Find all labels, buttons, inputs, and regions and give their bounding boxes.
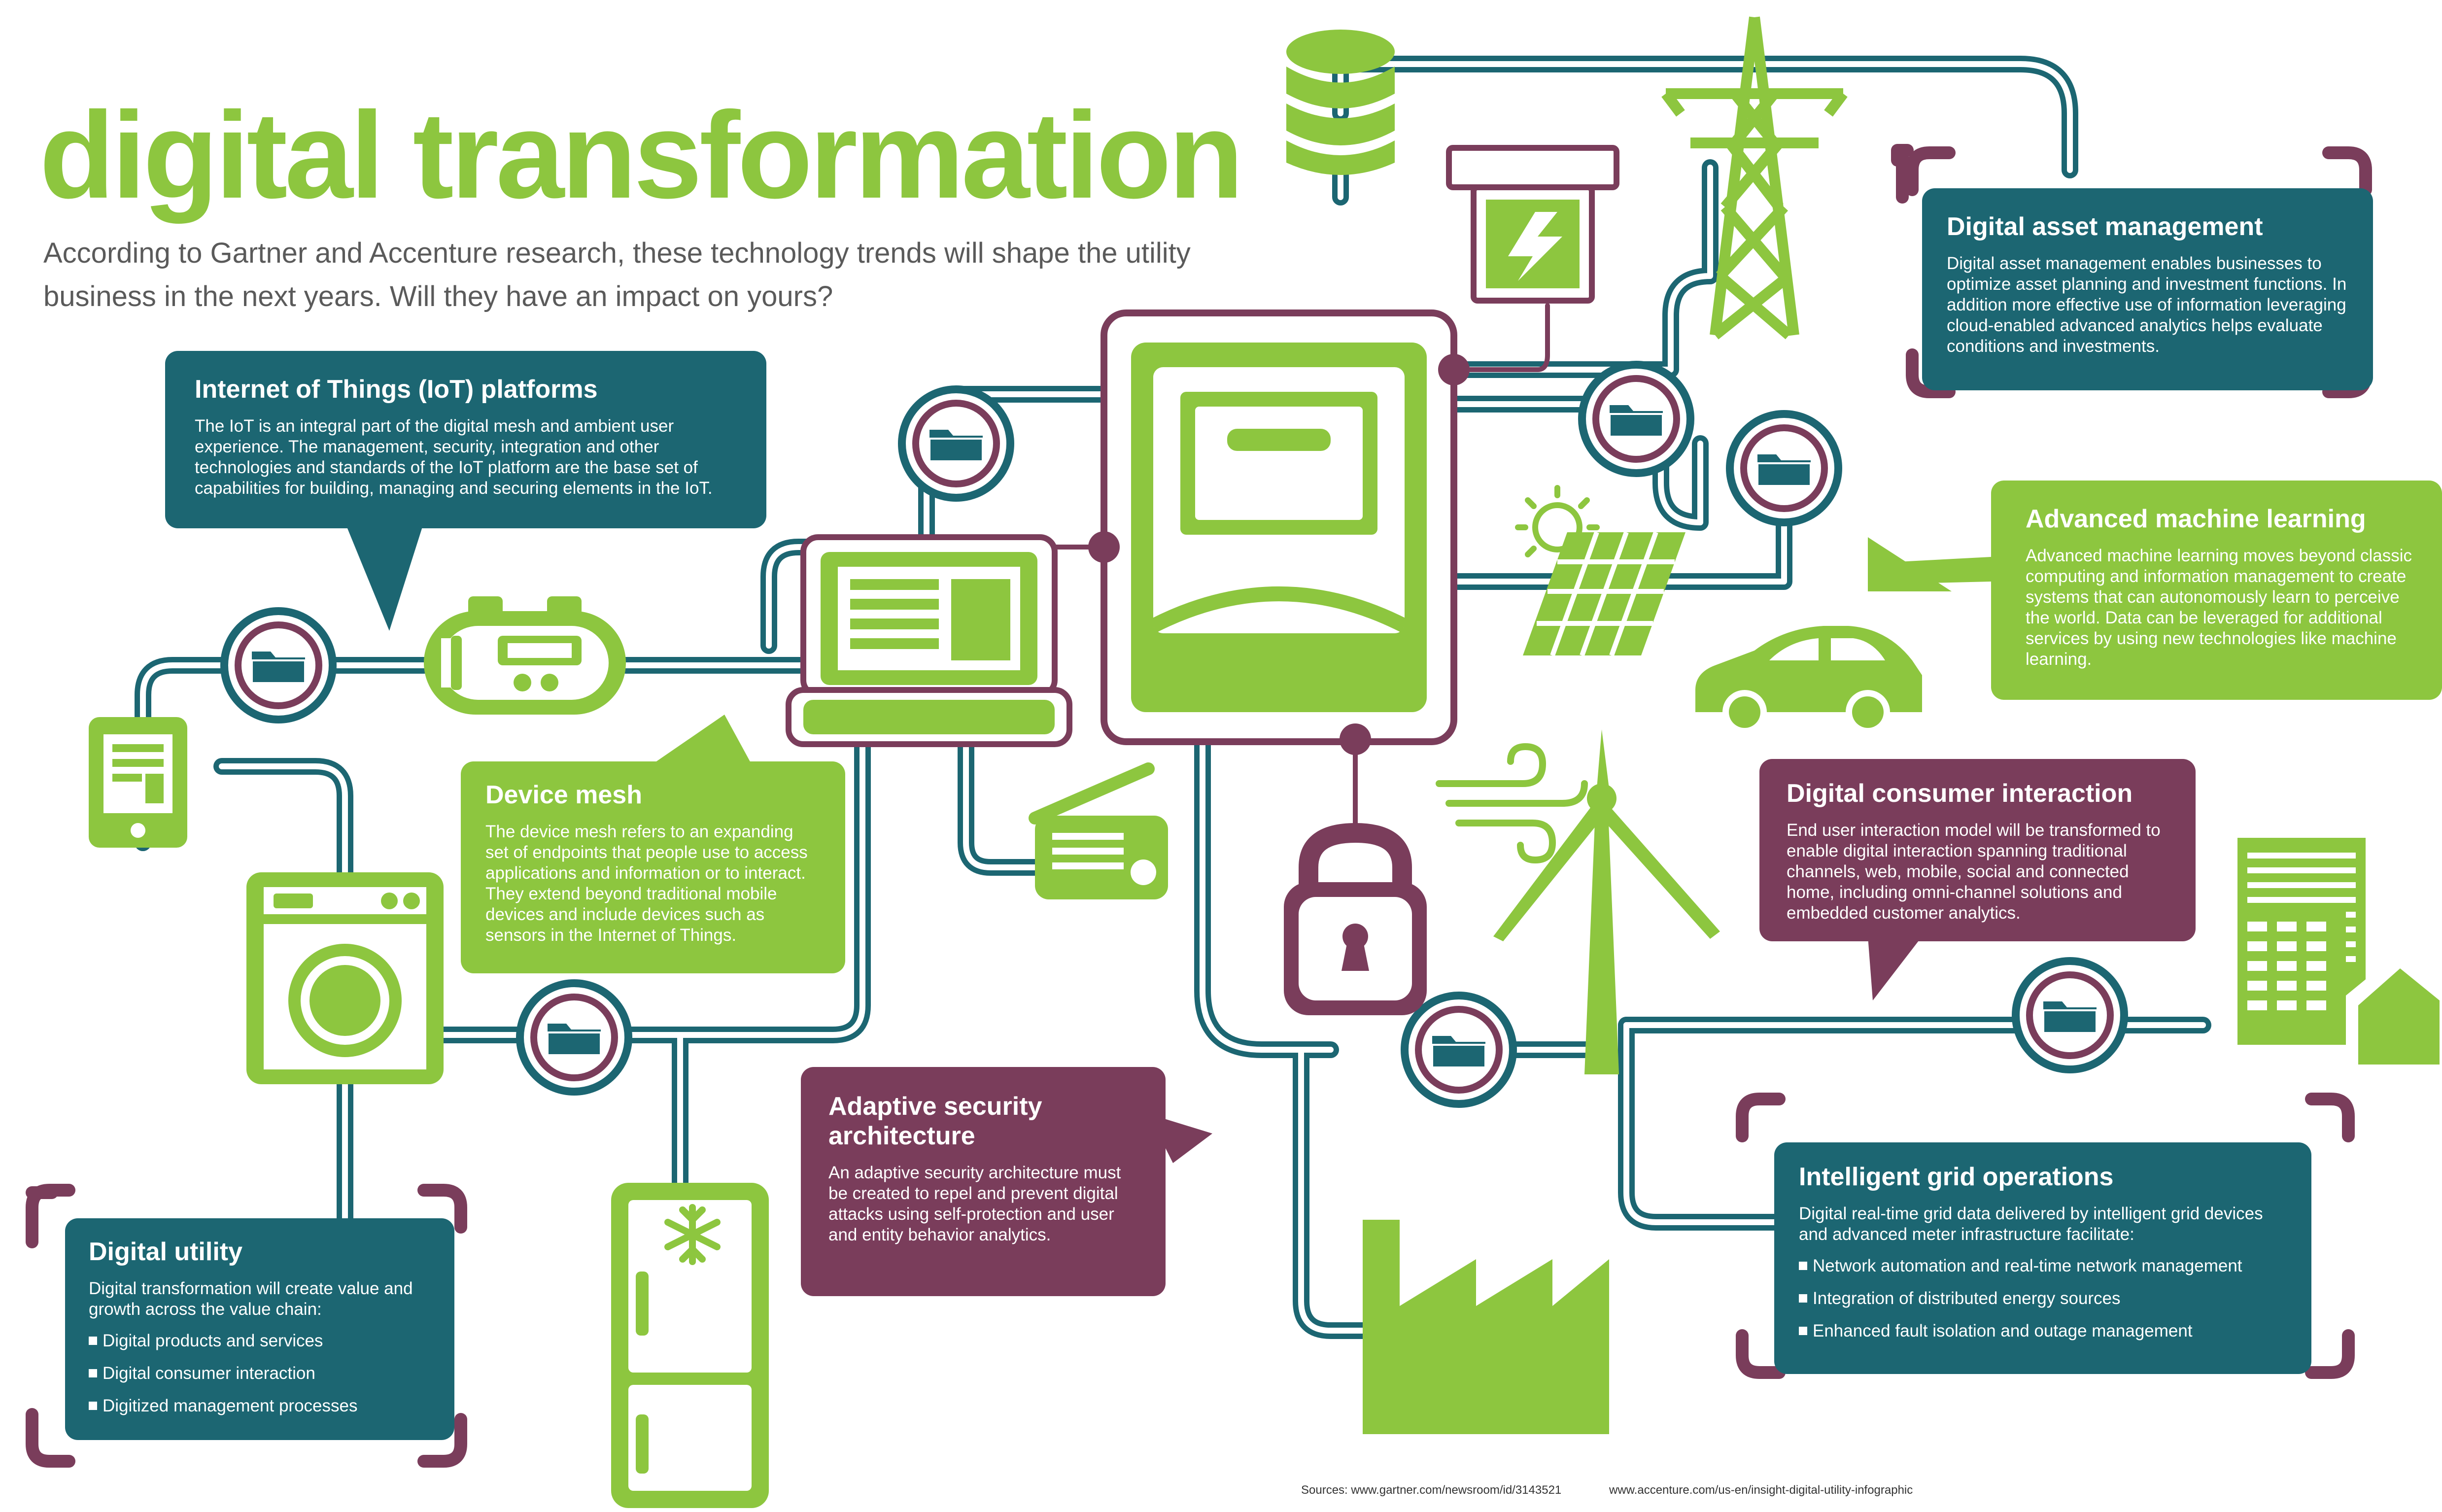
- list-item: Network automation and real-time network…: [1799, 1256, 2287, 1276]
- washing-machine-icon: [246, 872, 444, 1084]
- list-item: Digitized management processes: [89, 1396, 431, 1416]
- building-icon: [2237, 838, 2366, 1045]
- adaptive-security-box: Adaptive security architecture An adapti…: [801, 1067, 1166, 1296]
- list-item: Digital products and services: [89, 1331, 431, 1351]
- smart-plug-icon: [424, 596, 626, 715]
- folder-icon: [520, 983, 628, 1092]
- solar-panel-icon: [1523, 531, 1685, 656]
- grid-operations-box: Intelligent grid operations Digital real…: [1774, 1142, 2311, 1374]
- grid-operations-heading: Intelligent grid operations: [1799, 1163, 2114, 1191]
- iot-platforms-box: Internet of Things (IoT) platforms The I…: [165, 351, 766, 528]
- radio-icon: [1029, 762, 1168, 899]
- consumer-interaction-box: Digital consumer interaction End user in…: [1759, 759, 2196, 941]
- page-subtitle: According to Gartner and Accenture resea…: [43, 237, 1191, 312]
- iot-platforms-heading: Internet of Things (IoT) platforms: [195, 375, 598, 404]
- database-icon: [1286, 30, 1395, 175]
- machine-learning-box: Advanced machine learning Advanced machi…: [1991, 481, 2442, 700]
- callout-tail: [1868, 537, 1952, 591]
- adaptive-security-heading: Adaptive security architecture: [828, 1092, 1042, 1150]
- electric-car-icon: [1695, 626, 1922, 734]
- laptop-icon: [786, 534, 1072, 747]
- device-mesh-box: Device mesh The device mesh refers to an…: [461, 761, 845, 973]
- source-gartner: Sources: www.gartner.com/newsroom/id/314…: [1301, 1483, 1562, 1497]
- consumer-interaction-heading: Digital consumer interaction: [1787, 779, 2133, 808]
- callout-tail: [1868, 936, 1922, 1000]
- machine-learning-body: Advanced machine learning moves beyond c…: [2026, 546, 2412, 669]
- grid-operations-list: Network automation and real-time network…: [1799, 1256, 2287, 1341]
- grid-operations-body: Digital real-time grid data delivered by…: [1799, 1204, 2263, 1244]
- list-item: Integration of distributed energy source…: [1799, 1288, 2287, 1309]
- device-mesh-body: The device mesh refers to an expanding s…: [485, 822, 808, 945]
- consumer-interaction-body: End user interaction model will be trans…: [1787, 821, 2161, 923]
- adaptive-security-body: An adaptive security architecture must b…: [828, 1163, 1121, 1244]
- digital-utility-body: Digital transformation will create value…: [89, 1279, 413, 1319]
- digital-utility-heading: Digital utility: [89, 1237, 242, 1266]
- power-box-icon: [1446, 145, 1619, 304]
- transmission-tower-icon: [1661, 16, 1848, 340]
- machine-learning-heading: Advanced machine learning: [2026, 505, 2366, 533]
- list-item: Digital consumer interaction: [89, 1363, 431, 1384]
- digital-utility-list: Digital products and services Digital co…: [89, 1331, 431, 1416]
- page-title: digital transformation: [39, 86, 1244, 224]
- list-item: Enhanced fault isolation and outage mana…: [1799, 1321, 2287, 1341]
- wind-turbine-icon: [1493, 729, 1720, 1074]
- callout-tail: [646, 715, 754, 769]
- smart-meter-icon: [1088, 309, 1470, 755]
- factory-icon: [1363, 1220, 1609, 1434]
- folder-icon: [1405, 996, 1513, 1104]
- wind-icon: [1436, 743, 1588, 864]
- house-icon: [2346, 951, 2442, 1067]
- folder-icon: [1582, 365, 1690, 473]
- iot-platforms-body: The IoT is an integral part of the digit…: [195, 416, 713, 498]
- asset-management-body: Digital asset management enables busines…: [1947, 254, 2347, 356]
- source-accenture: www.accenture.com/us-en/insight-digital-…: [1609, 1483, 1913, 1497]
- folder-icon: [224, 611, 333, 720]
- callout-tail: [345, 522, 424, 631]
- snowflake-icon: [664, 1204, 721, 1265]
- padlock-icon: [1284, 823, 1427, 1015]
- folder-icon: [2016, 961, 2124, 1069]
- device-mesh-heading: Device mesh: [485, 781, 642, 809]
- asset-management-heading: Digital asset management: [1947, 212, 2263, 241]
- tablet-icon: [89, 717, 187, 848]
- refrigerator-icon: [611, 1183, 769, 1508]
- folder-icon: [902, 389, 1010, 498]
- folder-icon: [1730, 414, 1838, 522]
- sun-icon: [1515, 485, 1600, 557]
- digital-utility-box: Digital utility Digital transformation w…: [65, 1218, 454, 1440]
- asset-management-box: Digital asset management Digital asset m…: [1922, 188, 2373, 390]
